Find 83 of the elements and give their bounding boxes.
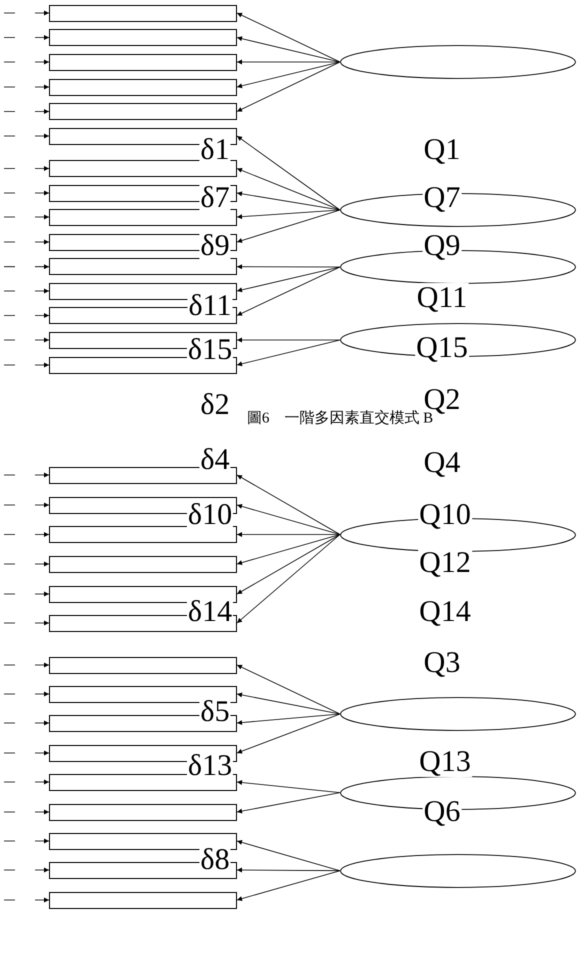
loading-arrow — [236, 692, 340, 714]
indicator-box — [49, 556, 237, 572]
loading-arrow — [236, 714, 340, 754]
loading-arrow — [236, 868, 340, 873]
error-arrow — [4, 692, 50, 696]
variable-label: δ10 — [186, 500, 234, 530]
loading-arrow — [236, 792, 340, 814]
error-arrow — [4, 532, 50, 537]
factor-ellipse — [340, 697, 576, 731]
indicator-box — [49, 892, 237, 908]
error-arrow — [4, 60, 50, 64]
loading-arrow — [236, 266, 340, 316]
error-arrow — [4, 662, 50, 668]
indicator-box — [49, 526, 237, 543]
loading-arrow — [236, 12, 340, 62]
loading-arrow — [236, 534, 340, 594]
factor-ellipse — [340, 854, 576, 888]
error-arrow — [4, 313, 50, 318]
loading-arrow — [236, 534, 340, 624]
variable-label: Q12 — [418, 548, 472, 578]
factor-ellipse — [340, 45, 576, 79]
error-arrow — [4, 240, 50, 244]
loading-arrow — [236, 62, 340, 88]
error-arrow — [4, 190, 50, 196]
error-arrow — [4, 868, 50, 872]
indicator-box — [49, 29, 237, 46]
error-arrow — [4, 10, 50, 16]
error-arrow — [4, 166, 50, 171]
indicator-box — [49, 54, 237, 70]
indicator-box — [49, 160, 237, 177]
indicator-box — [49, 656, 237, 674]
indicator-box — [49, 4, 237, 22]
error-arrow — [4, 750, 50, 756]
loading-arrow — [236, 210, 340, 220]
error-arrow — [4, 214, 50, 220]
error-arrow — [4, 84, 50, 90]
indicator-box — [49, 774, 237, 790]
loading-arrow — [236, 338, 340, 342]
error-arrow — [4, 502, 50, 508]
loading-arrow — [236, 136, 340, 210]
variable-label: Q11 — [416, 283, 468, 313]
loading-arrow — [236, 210, 340, 243]
error-arrow — [4, 362, 50, 368]
variable-label: δ9 — [199, 231, 231, 261]
loading-arrow — [236, 264, 340, 270]
loading-arrow — [236, 60, 340, 64]
loading-arrow — [236, 504, 340, 535]
indicator-box — [49, 832, 237, 850]
loading-arrow — [236, 168, 340, 210]
loading-arrow — [236, 714, 340, 726]
error-arrow — [4, 810, 50, 814]
error-arrow — [4, 838, 50, 844]
loading-arrow — [236, 870, 340, 902]
error-arrow — [4, 472, 50, 478]
loading-arrow — [236, 664, 340, 714]
loading-arrow — [236, 532, 340, 537]
variable-label: δ7 — [199, 183, 231, 213]
indicator-box — [49, 258, 237, 276]
error-arrow — [4, 562, 50, 566]
loading-arrow — [236, 840, 340, 872]
error-arrow — [4, 35, 50, 40]
loading-arrow — [236, 191, 340, 210]
loading-arrow — [236, 474, 340, 535]
error-arrow — [4, 338, 50, 342]
error-arrow — [4, 134, 50, 138]
loading-arrow — [236, 62, 340, 112]
error-arrow — [4, 720, 50, 726]
loading-arrow — [236, 266, 340, 292]
error-arrow — [4, 264, 50, 270]
error-arrow — [4, 620, 50, 626]
error-arrow — [4, 109, 50, 114]
error-arrow — [4, 780, 50, 784]
error-arrow — [4, 898, 50, 902]
error-arrow — [4, 288, 50, 294]
loading-arrow — [236, 534, 340, 566]
indicator-box — [49, 804, 237, 820]
error-arrow — [4, 592, 50, 596]
loading-arrow — [236, 36, 340, 62]
indicator-box — [49, 103, 237, 120]
loading-arrow — [236, 780, 340, 793]
loading-arrow — [236, 340, 340, 366]
indicator-box — [49, 208, 237, 226]
indicator-box — [49, 78, 237, 96]
